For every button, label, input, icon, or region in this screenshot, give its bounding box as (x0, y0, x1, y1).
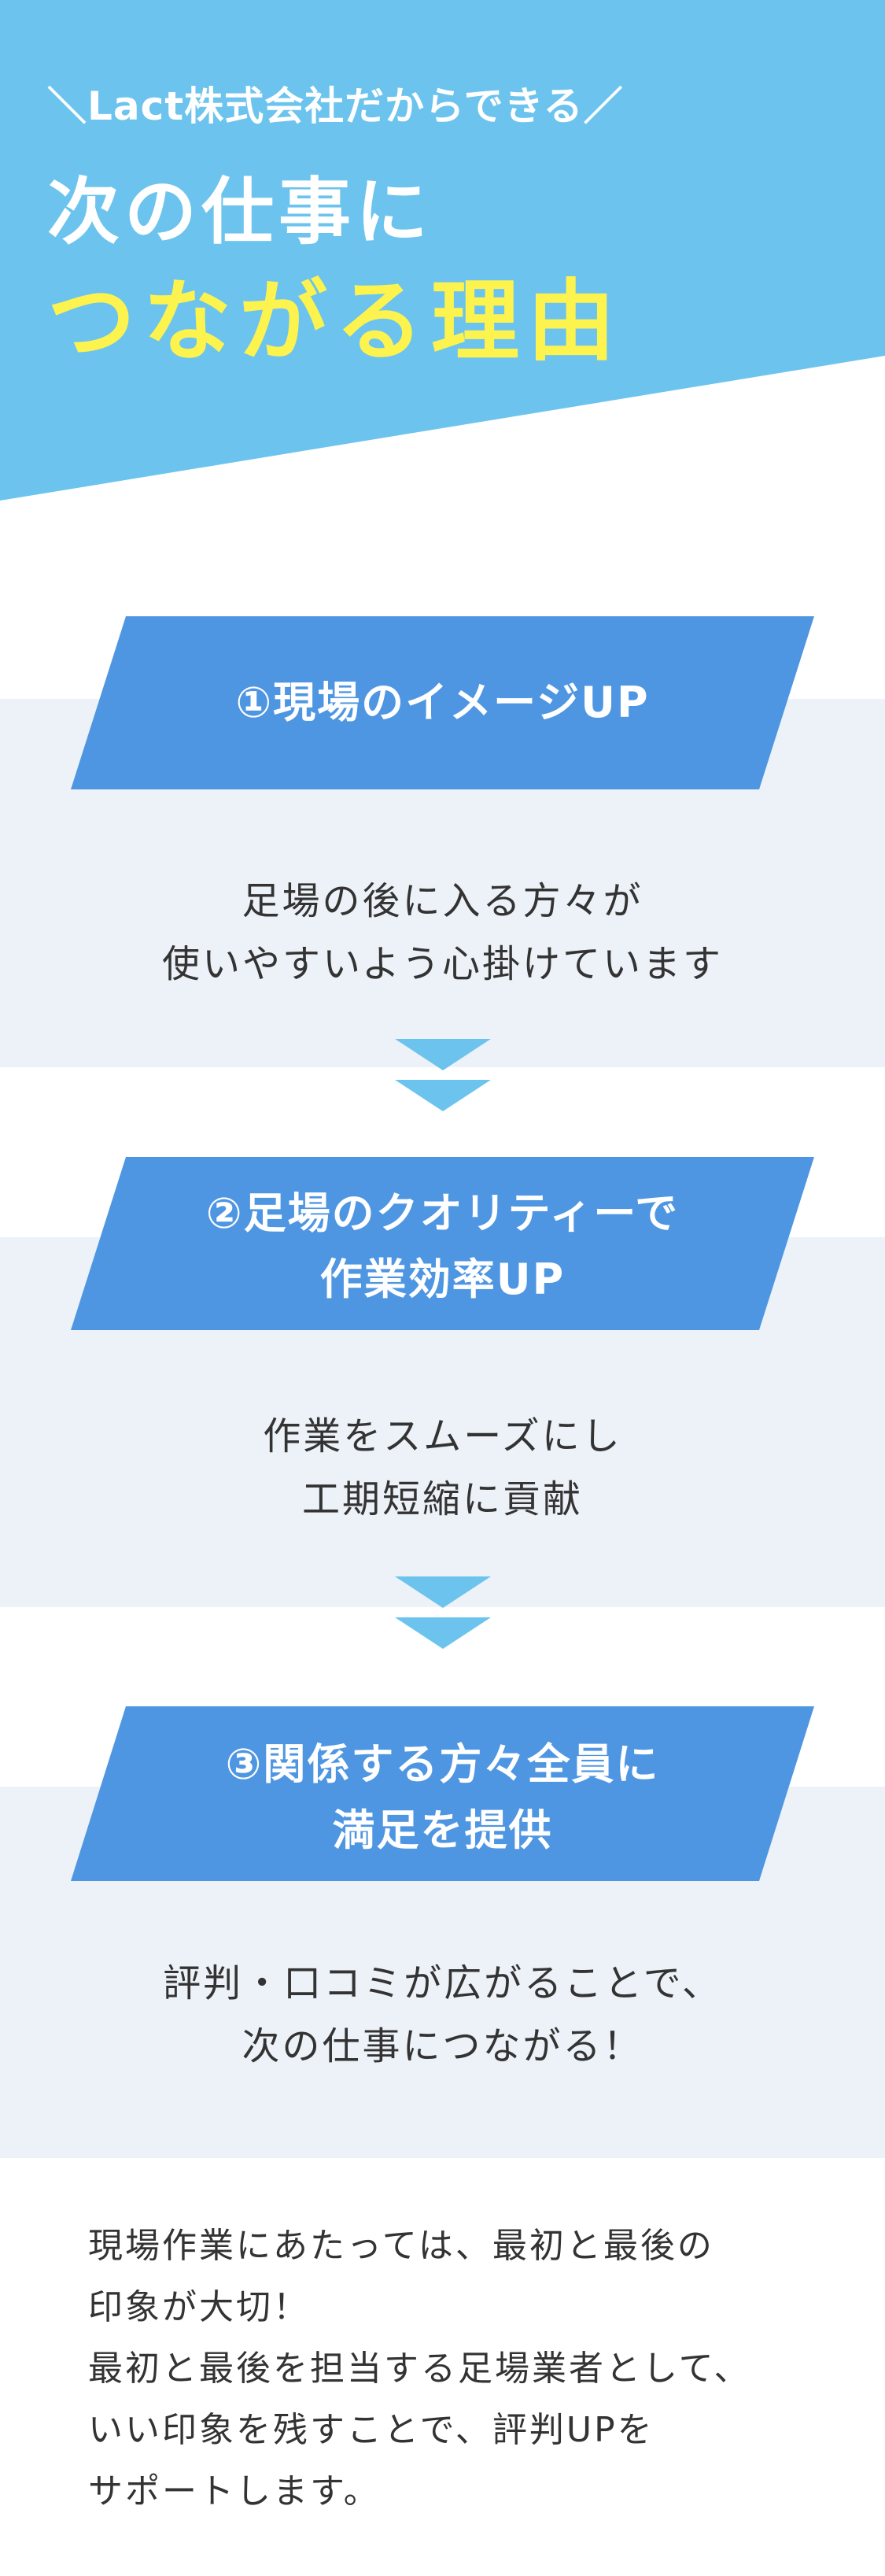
section-1-body-line: 使いやすいよう心掛けています (161, 942, 724, 986)
section-1-heading-tag (71, 616, 814, 789)
section-3-heading-line: 満足を提供 (332, 1805, 553, 1855)
section-3-body-line: 評判・口コミが広がることで、 (163, 1961, 722, 2005)
footer-text: 現場作業にあたっては、最初と最後の 印象が大切！ 最初と最後を担当する足場業者と… (88, 2216, 843, 2522)
hero-background (0, 0, 885, 501)
section-2-heading-line: ②足場のクオリティーで (205, 1188, 680, 1238)
section-1-heading-line: ①現場のイメージUP (235, 678, 650, 727)
footer-line: 最初と最後を担当する足場業者として、 (88, 2349, 751, 2389)
section-3-body: 評判・口コミが広がることで、 次の仕事につながる！ (0, 1952, 885, 2078)
section-1-heading: ①現場のイメージUP (71, 670, 814, 736)
double-chevron-down-icon (395, 1039, 491, 1111)
footer-line: 印象が大切！ (88, 2287, 310, 2327)
footer-line: 現場作業にあたっては、最初と最後の (88, 2226, 714, 2266)
hero-title-line1: 次の仕事に (47, 170, 433, 254)
hero-subtitle: ＼Lact株式会社だからできる／ (47, 83, 624, 129)
section-2-heading-line: 作業効率UP (319, 1255, 566, 1304)
double-chevron-down-icon (395, 1576, 491, 1649)
section-2-body: 作業をスムーズにし 工期短縮に貢献 (0, 1405, 885, 1531)
footer-line: いい印象を残すことで、評判UPを (88, 2410, 655, 2450)
section-1-body-line: 足場の後に入る方々が (242, 879, 643, 923)
section-3-heading-line: ③関係する方々全員に (225, 1739, 660, 1789)
section-2-body-line: 作業をスムーズにし (263, 1414, 622, 1458)
section-2-heading-tag (71, 1157, 814, 1330)
section-2-heading: ②足場のクオリティーで 作業効率UP (71, 1181, 814, 1313)
footer-line: サポートします。 (88, 2471, 381, 2511)
section-2-body-line: 工期短縮に貢献 (301, 1477, 583, 1521)
section-3-heading-tag (71, 1706, 814, 1881)
section-1-body: 足場の後に入る方々が 使いやすいよう心掛けています (0, 870, 885, 996)
section-3-heading: ③関係する方々全員に 満足を提供 (71, 1732, 814, 1864)
section-3-body-line: 次の仕事につながる！ (242, 2024, 643, 2068)
hero-title-line2: つながる理由 (47, 271, 623, 373)
